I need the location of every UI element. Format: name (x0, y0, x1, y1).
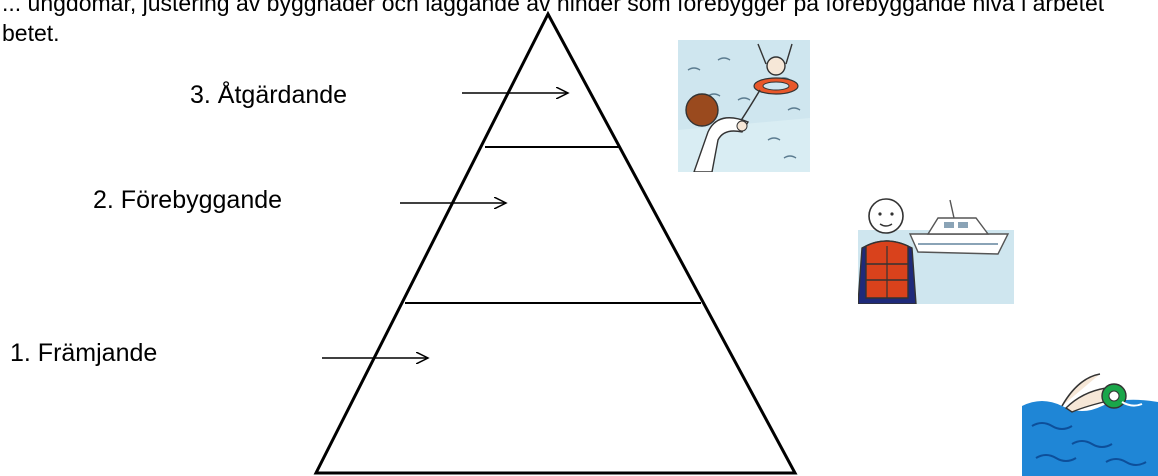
level-2-label: 2. Förebyggande (93, 186, 283, 214)
intro-line-2: betet. (2, 20, 60, 46)
swimmer-icon (1022, 366, 1158, 476)
pyramid-outline (313, 10, 798, 475)
lifebuoy-rescue-icon (678, 40, 810, 172)
level-1-label: 1. Främjande (10, 339, 158, 367)
intro-text: ... ungdomar, justering av byggnader och… (2, 0, 1104, 48)
intro-line-1: ... ungdomar, justering av byggnader och… (2, 0, 1105, 16)
lifevest-boat-icon (858, 170, 1014, 304)
level-3-label: 3. Åtgärdande (190, 81, 348, 109)
